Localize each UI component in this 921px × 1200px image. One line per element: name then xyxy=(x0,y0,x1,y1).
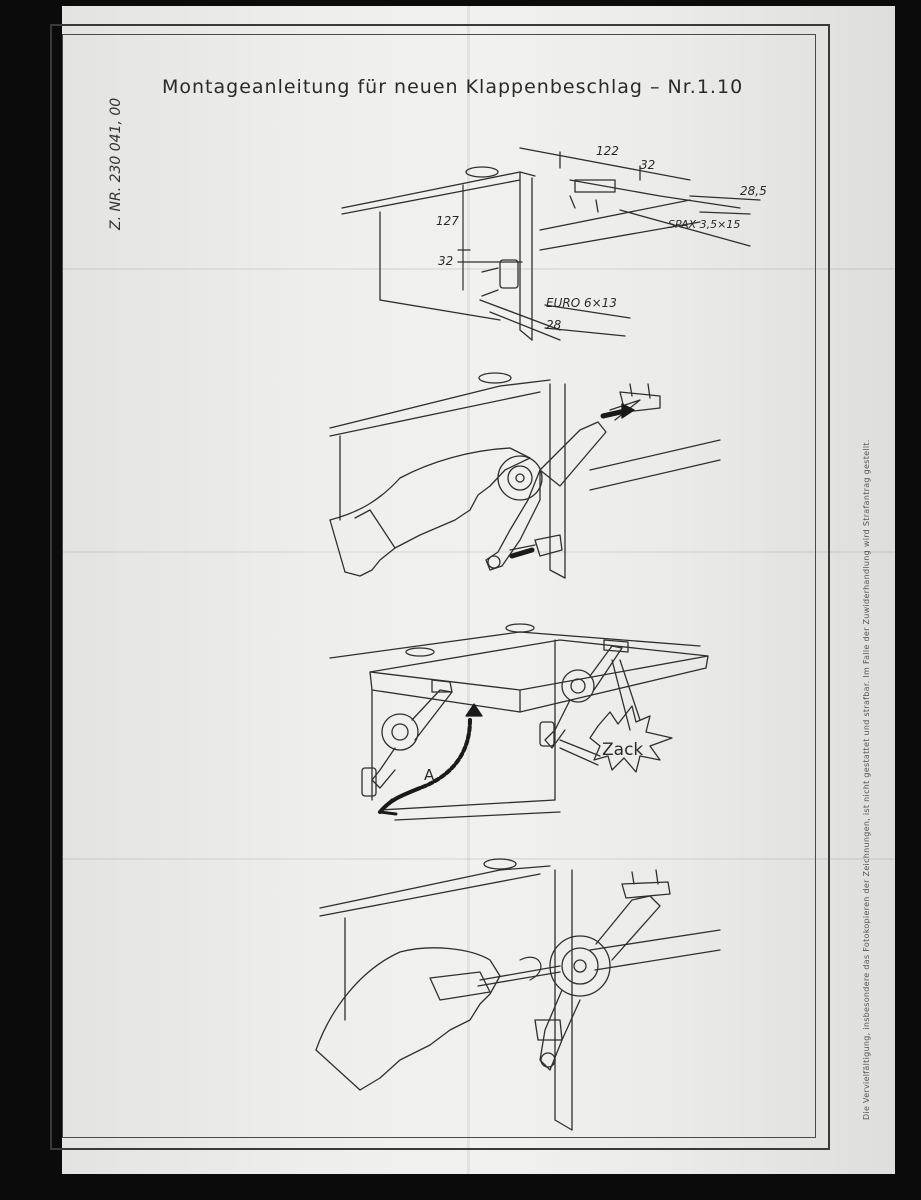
fold-line xyxy=(62,551,895,553)
fold-line xyxy=(62,858,895,860)
fold-line xyxy=(467,6,470,1174)
fold-line xyxy=(62,268,895,270)
dim-label: 28 xyxy=(546,318,562,332)
dim-label: 122 xyxy=(596,144,619,158)
instruction-sheet xyxy=(62,6,895,1174)
step2-attach-arm xyxy=(329,372,721,579)
arrow-label: A xyxy=(424,766,435,784)
arrow-icon xyxy=(509,547,535,559)
dim-label: 28,5 xyxy=(740,184,767,198)
arrow-icon xyxy=(621,403,635,419)
dim-label: 127 xyxy=(436,214,459,228)
screw-label: EURO 6×13 xyxy=(546,296,617,310)
document-title: Montageanleitung für neuen Klappenbeschl… xyxy=(162,76,744,98)
step1-drilling-diagram xyxy=(341,147,761,341)
dim-label: 32 xyxy=(640,158,656,172)
inner-frame xyxy=(62,34,816,1138)
sound-label: Zack xyxy=(602,740,644,760)
dim-label: 32 xyxy=(438,254,454,268)
step4-adjust-screw xyxy=(315,858,721,1131)
step3-click-in xyxy=(329,623,709,821)
outer-frame xyxy=(50,24,830,1150)
arrow-icon xyxy=(600,408,628,419)
screw-label: SPAX 3,5×15 xyxy=(668,218,741,231)
